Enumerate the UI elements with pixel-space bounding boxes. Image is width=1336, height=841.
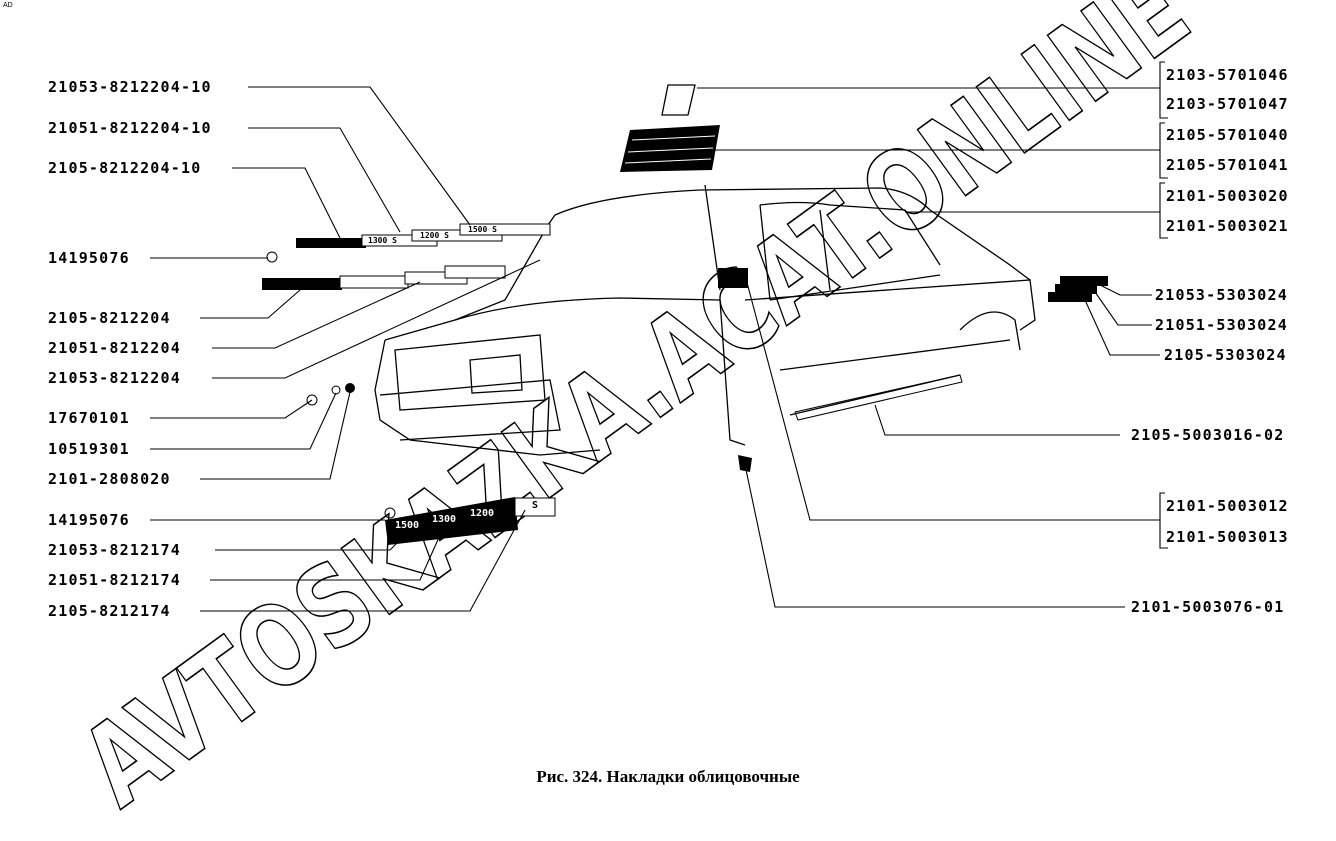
figure-caption: Рис. 324. Накладки облицовочные — [536, 767, 800, 786]
part-label: 21051-8212204 — [48, 339, 181, 357]
part-label: 14195076 — [48, 511, 130, 529]
badge-text: S — [532, 500, 539, 511]
part-label: 10519301 — [48, 440, 130, 458]
part-label: 2101-5003012 — [1166, 497, 1289, 515]
part-label: 2105-5701040 — [1166, 126, 1289, 144]
part-label: 2105-5701041 — [1166, 156, 1289, 174]
part-label: 2101-5003013 — [1166, 528, 1289, 546]
part-label: 21051-8212174 — [48, 571, 181, 589]
badge-text: 1300 S — [368, 236, 397, 245]
part-label: 2101-5003076-01 — [1131, 598, 1285, 616]
part-label: 2103-5701046 — [1166, 66, 1289, 84]
part-label: 21053-5303024 — [1155, 286, 1288, 304]
part-label: 2105-5303024 — [1164, 346, 1287, 364]
part-label: 2101-5003021 — [1166, 217, 1289, 235]
part-label: 2105-8212174 — [48, 602, 171, 620]
part-label: 21053-8212174 — [48, 541, 181, 559]
part-label: 21053-8212204 — [48, 369, 181, 387]
part-label: 2101-2808020 — [48, 470, 171, 488]
part-label: 2101-5003020 — [1166, 187, 1289, 205]
part-label: 17670101 — [48, 409, 130, 427]
part-label: 21051-8212204-10 — [48, 119, 212, 137]
badge-text: 1300 — [432, 514, 457, 525]
part-label: 2105-8212204 — [48, 309, 171, 327]
part-label: 2105-8212204-10 — [48, 159, 202, 177]
part-label: 2103-5701047 — [1166, 95, 1289, 113]
car-body-outline — [374, 184, 1036, 456]
watermark: AVTOSKAZKA.ACAT.ONLINE — [59, 0, 1211, 832]
leader-lines — [150, 61, 1168, 612]
part-label: 14195076 — [48, 249, 130, 267]
part-label: 21053-8212204-10 — [48, 78, 212, 96]
badge-text: 1200 — [470, 508, 495, 519]
corner-mark: AD — [3, 2, 13, 9]
part-label: 21051-5303024 — [1155, 316, 1288, 334]
badge-text: 1500 S — [468, 225, 497, 234]
parts — [262, 84, 1108, 545]
badge-text: 1200 S — [420, 231, 449, 240]
badge-text: 1500 — [395, 520, 420, 531]
part-label: 2105-5003016-02 — [1131, 426, 1285, 444]
